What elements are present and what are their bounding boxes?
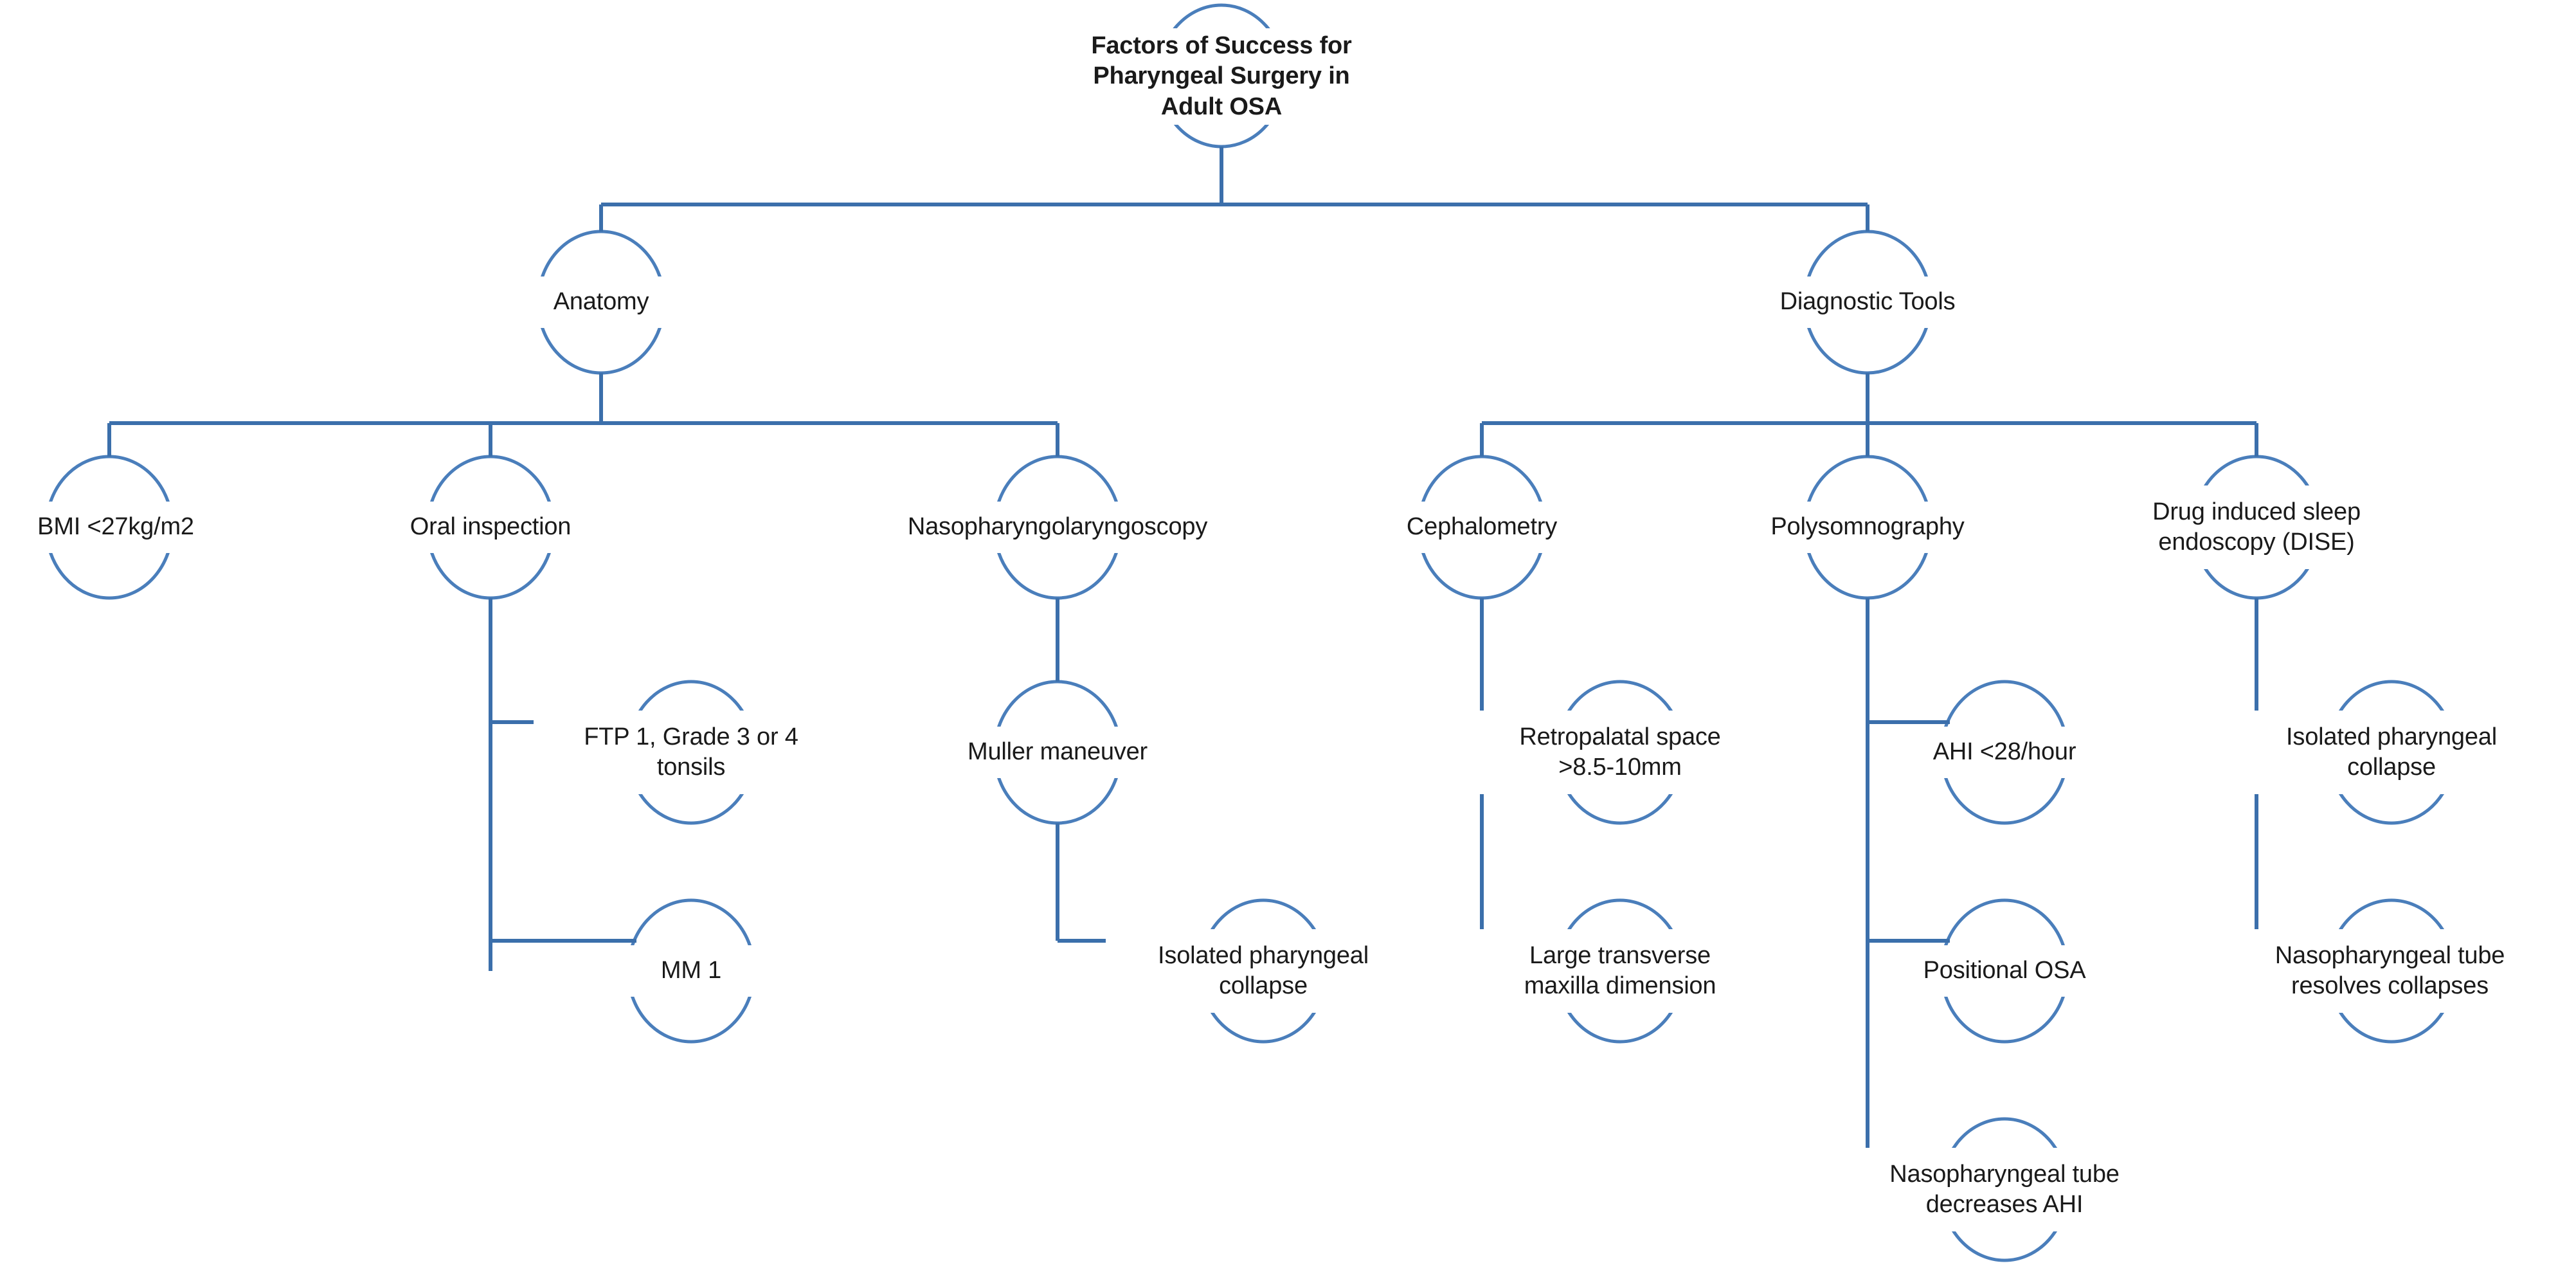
node-label-mm1: MM 1 bbox=[582, 945, 800, 997]
node-label-isolated-collapse-dise: Isolated pharyngeal collapse bbox=[2234, 711, 2549, 794]
node-label-diagnostic-tools: Diagnostic Tools bbox=[1739, 277, 1996, 328]
node-label-dise: Drug induced sleep endoscopy (DISE) bbox=[2099, 485, 2414, 569]
node-label-anatomy: Anatomy bbox=[473, 277, 730, 328]
node-label-nasopharyngolaryngoscopy: Nasopharyngolaryngoscopy bbox=[865, 502, 1250, 553]
node-label-maxilla: Large transverse maxilla dimension bbox=[1463, 929, 1778, 1013]
connectors bbox=[107, 147, 2337, 1161]
node-label-ftp: FTP 1, Grade 3 or 4 tonsils bbox=[534, 711, 849, 794]
node-label-muller: Muller maneuver bbox=[923, 727, 1193, 778]
node-label-polysomnography: Polysomnography bbox=[1720, 502, 2015, 553]
node-label-np-tube-resolves: Nasopharyngeal tube resolves collapses bbox=[2231, 929, 2549, 1013]
node-label-cephalometry: Cephalometry bbox=[1353, 502, 1610, 553]
node-outlines bbox=[44, 3, 2456, 1262]
node-label-retropalatal: Retropalatal space >8.5-10mm bbox=[1466, 711, 1774, 794]
node-label-root: Factors of Success for Pharyngeal Surger… bbox=[1065, 28, 1378, 125]
node-label-bmi: BMI <27kg/m2 bbox=[0, 502, 231, 553]
node-label-isolated-collapse-muller: Isolated pharyngeal collapse bbox=[1106, 929, 1421, 1013]
node-label-ahi: AHI <28/hour bbox=[1882, 727, 2127, 778]
node-label-np-tube-ahi: Nasopharyngeal tube decreases AHI bbox=[1847, 1148, 2162, 1231]
node-label-positional-osa: Positional OSA bbox=[1879, 945, 2130, 997]
node-label-oral-inspection: Oral inspection bbox=[362, 502, 619, 553]
